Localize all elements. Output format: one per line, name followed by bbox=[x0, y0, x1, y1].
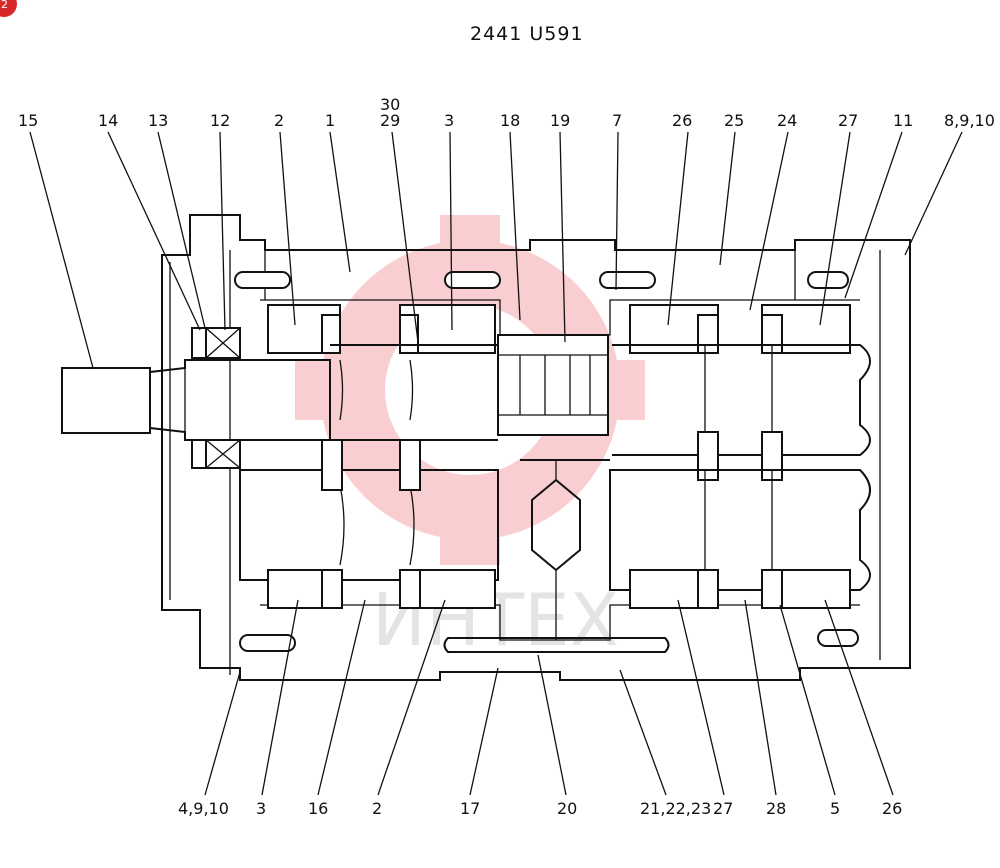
watermark: ИНТЕХ bbox=[295, 215, 645, 662]
callout-18: 18 bbox=[500, 111, 520, 130]
callout-25: 25 bbox=[724, 111, 744, 130]
callout-14: 14 bbox=[98, 111, 118, 130]
callout-21-22-23: 21,22,23 bbox=[640, 799, 711, 818]
callout-3-bottom: 3 bbox=[256, 799, 266, 818]
callout-24: 24 bbox=[777, 111, 797, 130]
left-gear-pair bbox=[239, 344, 499, 609]
coupling-sleeve bbox=[497, 334, 609, 436]
callout-27-bottom: 27 bbox=[713, 799, 733, 818]
bottom-tie-bolt bbox=[443, 637, 670, 653]
callout-26-top: 26 bbox=[672, 111, 692, 130]
callout-26-bottom: 26 bbox=[882, 799, 902, 818]
callout-17: 17 bbox=[460, 799, 480, 818]
bottom-callouts: 4,9,10 3 16 2 17 20 21,22,23 27 28 5 26 bbox=[178, 799, 902, 818]
callout-13: 13 bbox=[148, 111, 168, 130]
leader-lines bbox=[29, 131, 963, 796]
right-lower-gear-pair bbox=[609, 469, 871, 609]
callout-11: 11 bbox=[893, 111, 913, 130]
callout-29: 29 bbox=[380, 111, 400, 130]
corner-badge: 2 bbox=[0, 0, 17, 17]
callout-8-9-10: 8,9,10 bbox=[944, 111, 995, 130]
callout-4-9-10: 4,9,10 bbox=[178, 799, 229, 818]
callout-5: 5 bbox=[830, 799, 840, 818]
callout-7: 7 bbox=[612, 111, 622, 130]
callout-2-bottom: 2 bbox=[372, 799, 382, 818]
top-callouts: 15 14 13 12 2 1 30 29 3 18 19 7 26 25 24… bbox=[18, 95, 995, 130]
callout-15: 15 bbox=[18, 111, 38, 130]
callout-2-top: 2 bbox=[274, 111, 284, 130]
drawing-title: 2441 U591 bbox=[470, 23, 584, 45]
callout-1: 1 bbox=[325, 111, 335, 130]
shaft-seal bbox=[191, 327, 241, 469]
callout-19: 19 bbox=[550, 111, 570, 130]
callout-12: 12 bbox=[210, 111, 230, 130]
callout-3-top: 3 bbox=[444, 111, 454, 130]
drive-shaft bbox=[61, 359, 331, 441]
callout-16: 16 bbox=[308, 799, 328, 818]
corner-badge-label: 2 bbox=[1, 0, 8, 11]
callout-28: 28 bbox=[766, 799, 786, 818]
callout-30: 30 bbox=[380, 95, 400, 114]
callout-27-top: 27 bbox=[838, 111, 858, 130]
upper-right-gears bbox=[612, 344, 871, 481]
center-valve bbox=[520, 459, 610, 640]
callout-20: 20 bbox=[557, 799, 577, 818]
